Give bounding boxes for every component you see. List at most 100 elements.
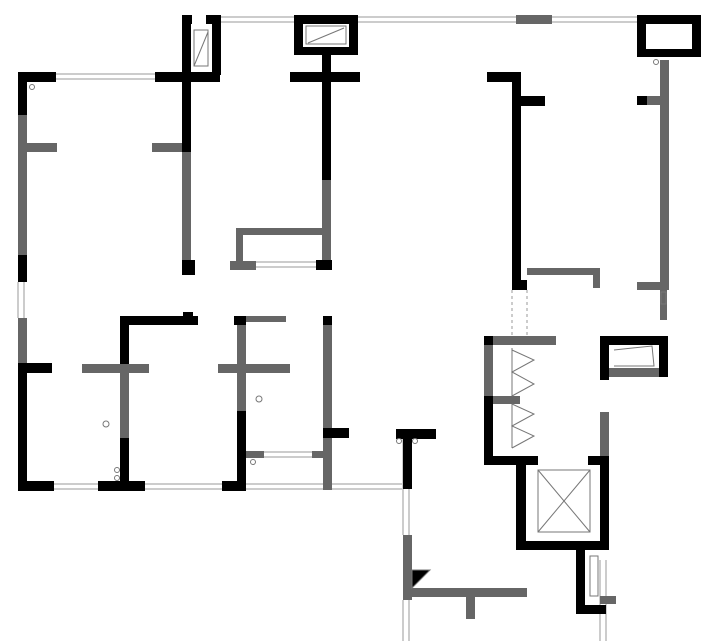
wall-box1-left [182, 15, 191, 75]
wall-room-top-cap [183, 312, 193, 318]
window-bottom-left [54, 483, 98, 490]
wall-top-right-box-top [637, 15, 701, 24]
fixtures [29, 25, 667, 597]
fixture-symbol-e [396, 438, 402, 444]
window-top-right [552, 16, 640, 23]
wall-top-right-box-left [637, 15, 646, 57]
wall-left-lower-outer [18, 363, 27, 491]
wall-storage-top [600, 336, 668, 345]
wall-closet-bottom [484, 456, 520, 465]
window-closet-sill [254, 261, 316, 268]
wall-right-room-base [512, 280, 527, 290]
wall-box1-top-right [206, 15, 216, 24]
window-bath-sill [264, 451, 314, 458]
wall-closet-side [236, 228, 243, 264]
wall-corridor-pillar [403, 429, 412, 489]
wall-closet-top-right [484, 336, 556, 345]
opening-hall [511, 290, 528, 338]
wall-kitchen-stub [466, 597, 475, 619]
wall-right-room-left [512, 72, 521, 290]
wall-top-right-box-bottom [637, 49, 701, 57]
wall-box2-left [294, 15, 303, 55]
wall-bottom-mid-stub [98, 481, 145, 491]
wall-mid-column [322, 55, 331, 180]
window-bottom-mid [145, 483, 222, 490]
wall-shaft-top-right [588, 456, 609, 465]
closet-doors-upper [510, 349, 536, 397]
wall-corridor-lower [403, 535, 412, 600]
window-top-corridor [216, 16, 520, 23]
wall-bottom-left [18, 481, 54, 491]
wall-bath-sill-left [246, 451, 264, 458]
fixture-symbol-g [653, 59, 659, 65]
wall-bath-mid [218, 364, 290, 373]
wall-bath-right-top [323, 316, 332, 325]
wall-stub-room [82, 364, 149, 373]
wall-room-top [120, 316, 198, 325]
wall-bottom-right-stub [600, 596, 616, 604]
structural-walls [18, 15, 701, 614]
wall-closet-base [230, 261, 256, 270]
wall-closet-mid [490, 396, 520, 404]
wall-storage-right [659, 336, 668, 377]
wall-closet-left [484, 336, 493, 396]
wall-bath-right-low [323, 438, 332, 490]
storage-door [613, 345, 655, 367]
wall-closet-left-low [484, 396, 493, 464]
wall-bedroom-divider-top [182, 72, 191, 152]
wall-right-hall-stub [637, 96, 661, 105]
wall-room-divider-low [120, 438, 129, 482]
wall-bath-right [323, 325, 332, 428]
wall-bedroom-divider [182, 152, 191, 260]
fixture-box2-diag [307, 27, 345, 44]
fixture-bottom-right [589, 555, 599, 597]
wall-left-lower [18, 318, 27, 363]
closet-doors-lower [510, 403, 536, 449]
wall-bedroom-divider-end [182, 260, 195, 275]
wall-left-mid [18, 255, 27, 282]
wall-top-right-window [516, 15, 552, 24]
fixture-symbol-room [102, 420, 110, 428]
wall-left-outer [18, 72, 27, 115]
wall-room-divider-lower [120, 373, 129, 438]
wall-mid-column-end [316, 260, 332, 270]
fixture-symbol-f [412, 438, 418, 444]
elevator-shaft [537, 469, 591, 533]
wall-closet-top-black [484, 336, 493, 345]
wall-kitchen-bottom [412, 588, 527, 597]
wall-bottom-right-pillar [576, 550, 585, 614]
fixture-box1 [193, 29, 209, 67]
wall-box2-top [294, 15, 358, 24]
wall-shaft-left [516, 456, 526, 550]
wall-corridor-top [396, 429, 436, 439]
wall-bath-sill-right [312, 451, 324, 458]
wall-shaft-top-left [516, 456, 538, 465]
wall-top-right-box-right [692, 15, 701, 57]
window-bedroom-top [56, 73, 155, 80]
wall-right-hall-cap [637, 96, 647, 105]
fixture-symbol-b [114, 467, 120, 473]
wall-closet-vertical [322, 180, 331, 260]
wall-bath-right-stub [323, 428, 349, 438]
wall-shaft-right [600, 412, 609, 460]
fixture-right-notch [660, 291, 667, 305]
wall-left-upper [18, 115, 27, 255]
fixture-box1-diag [193, 31, 209, 67]
wall-bottom-bath-stub [222, 481, 246, 491]
elevator-diag-2 [537, 469, 591, 533]
wall-right-corner-stub [637, 282, 661, 290]
wall-storage-bottom [609, 368, 659, 377]
fixture-symbol-c [114, 475, 120, 481]
wall-stub-left [27, 143, 57, 152]
wall-hall-stub [593, 268, 600, 288]
wall-bath-top [246, 316, 286, 322]
fixture-symbol-d [250, 459, 256, 465]
wall-closet-top [236, 228, 326, 235]
wall-bath-left-top [234, 316, 246, 325]
wall-storage-left [600, 336, 609, 380]
wall-left-top [18, 72, 56, 82]
wall-bath-left [237, 325, 246, 411]
wall-shaft-bottom [516, 541, 609, 550]
wall-box2-right [349, 15, 358, 55]
